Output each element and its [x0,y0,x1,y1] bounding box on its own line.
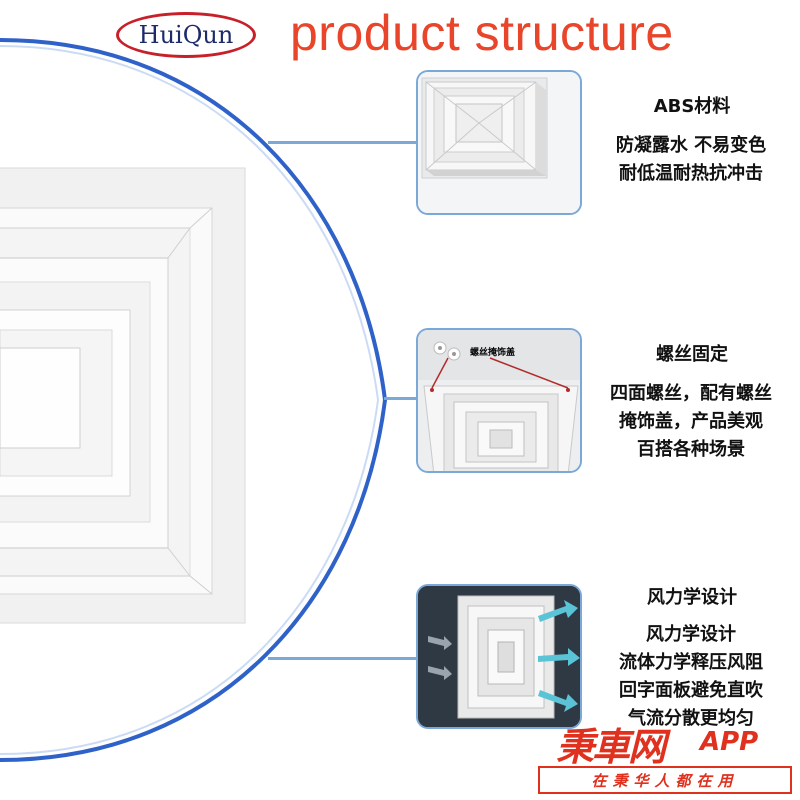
feature-desc-line: 流体力学释压风阻 [619,652,763,673]
feature-desc-aerodynamic-design: 风力学设计 流体力学释压风阻 回字面板避免直吹 气流分散更均匀 [586,621,796,733]
connector-line-3 [268,657,418,660]
page-title: product structure [290,5,674,61]
feature-desc-line: 四面螺丝，配有螺丝 [610,383,772,404]
feature-title-aerodynamic-design: 风力学设计 [647,587,737,608]
feature-desc-line: 掩饰盖，产品美观 [619,411,763,432]
watermark-brand: 秉車网 [556,725,666,769]
feature-desc-line: 气流分散更均匀 [628,708,754,729]
feature-desc-screw-fixing: 四面螺丝，配有螺丝 掩饰盖，产品美观 百搭各种场景 [586,380,796,464]
feature-title-abs-material: ABS材料 [653,96,731,117]
feature-desc-line: 防凝露水 不易变色 [615,135,767,156]
brand-logo: HuiQun [116,12,256,58]
feature-desc-abs-material: 防凝露水 不易变色 耐低温耐热抗冲击 [586,132,796,188]
feature-desc-line: 回字面板避免直吹 [619,680,763,701]
watermark-app: APP [700,727,759,757]
feature-image-aerodynamic-design [416,584,582,729]
feature-desc-line: 百搭各种场景 [637,439,745,460]
connector-line-2 [384,397,418,400]
feature-image-abs-material [416,70,582,215]
feature-title-screw-fixing: 螺丝固定 [656,344,728,365]
logo-text: HuiQun [138,21,234,49]
connector-line-1 [268,141,418,144]
feature-desc-line: 耐低温耐热抗冲击 [619,163,763,184]
feature-image-screw-fixing [416,328,582,473]
feature-desc-line: 风力学设计 [646,624,736,645]
watermark-slogan: 在秉华人都在用 [538,766,792,794]
screw-cover-callout: 螺丝掩饰盖 [470,348,516,358]
